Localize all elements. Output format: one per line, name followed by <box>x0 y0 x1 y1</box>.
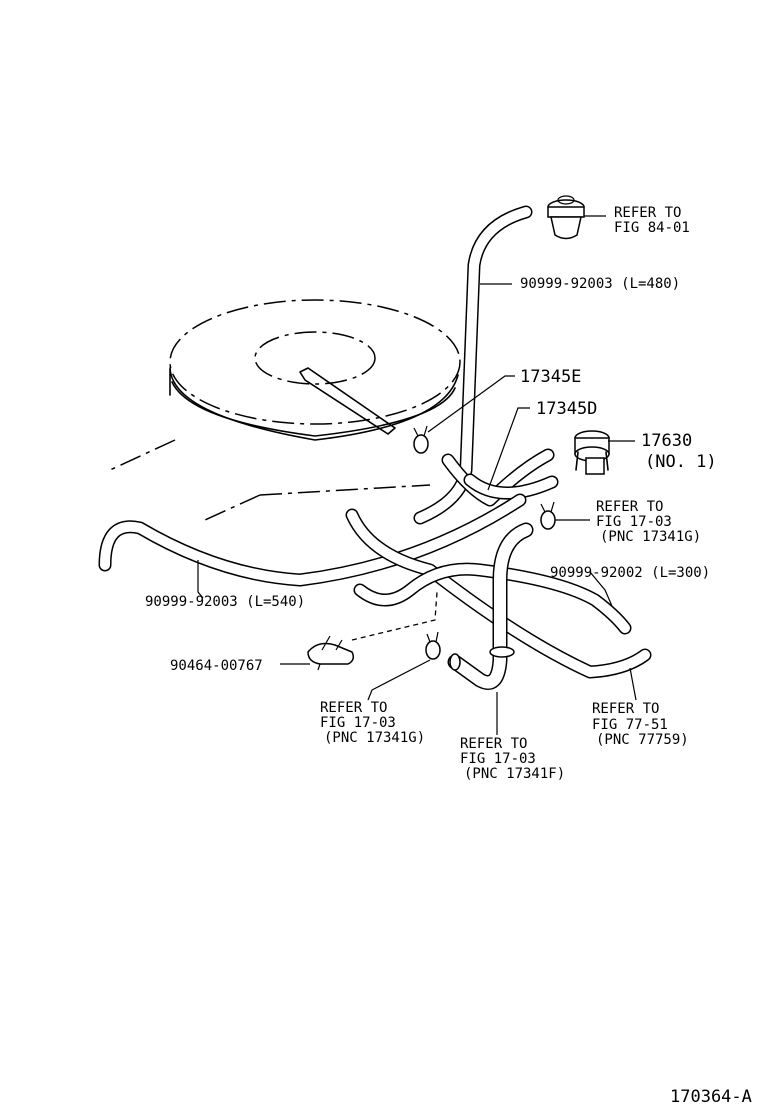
hose-17345D <box>441 448 559 507</box>
ref-17341F-line1: REFER TO <box>460 736 527 752</box>
hose-17341F <box>447 522 534 690</box>
label-ref-77759: REFER TO FIG 77-51 (PNC 77759) <box>592 701 689 748</box>
label-17630-sub: (NO. 1) <box>645 452 717 472</box>
label-hose-300: 90999-92002 (L=300) <box>550 565 710 581</box>
ref-77759-line2: FIG 77-51 <box>592 717 668 733</box>
ref-77759-line3: (PNC 77759) <box>596 732 689 748</box>
plug-17341G-left <box>425 631 441 660</box>
label-17345D: 17345D <box>536 399 597 419</box>
leader-lines <box>197 215 637 735</box>
label-hose-540: 90999-92003 (L=540) <box>145 594 305 610</box>
ref-right-line1: REFER TO <box>596 499 663 515</box>
label-ref-17341G-left: REFER TO FIG 17-03 (PNC 17341G) <box>320 700 425 746</box>
ref-17341F-line3: (PNC 17341F) <box>464 766 565 782</box>
label-fig84: REFER TO FIG 84-01 <box>614 205 690 236</box>
hose-300 <box>353 562 632 635</box>
label-ref-17341G-right: REFER TO FIG 17-03 (PNC 17341G) <box>596 499 701 545</box>
fig84-ref-line2: FIG 84-01 <box>614 220 690 236</box>
ref-right-line2: FIG 17-03 <box>596 514 672 530</box>
air-cleaner <box>109 299 461 521</box>
hose-540 <box>98 493 527 587</box>
label-17345E: 17345E <box>520 367 581 387</box>
clamp-90464 <box>307 591 438 671</box>
label-17630: 17630 <box>641 431 692 451</box>
ref-left-line1: REFER TO <box>320 700 387 716</box>
fig84-fitting <box>547 195 585 240</box>
plug-17341G-right <box>540 501 556 530</box>
figure-id: 170364-A <box>670 1087 752 1107</box>
hose-480 <box>413 205 533 525</box>
ref-right-line3: (PNC 17341G) <box>600 529 701 545</box>
ref-17341F-line2: FIG 17-03 <box>460 751 536 767</box>
ref-left-line3: (PNC 17341G) <box>324 730 425 746</box>
ref-left-line2: FIG 17-03 <box>320 715 396 731</box>
label-ref-17341F: REFER TO FIG 17-03 (PNC 17341F) <box>460 736 565 782</box>
label-hose-480: 90999-92003 (L=480) <box>520 276 680 292</box>
plug-17345E <box>413 425 429 454</box>
label-clamp: 90464-00767 <box>170 658 263 674</box>
fig84-ref-line1: REFER TO <box>614 205 681 221</box>
ref-77759-line1: REFER TO <box>592 701 659 717</box>
valve-17630 <box>574 430 610 475</box>
